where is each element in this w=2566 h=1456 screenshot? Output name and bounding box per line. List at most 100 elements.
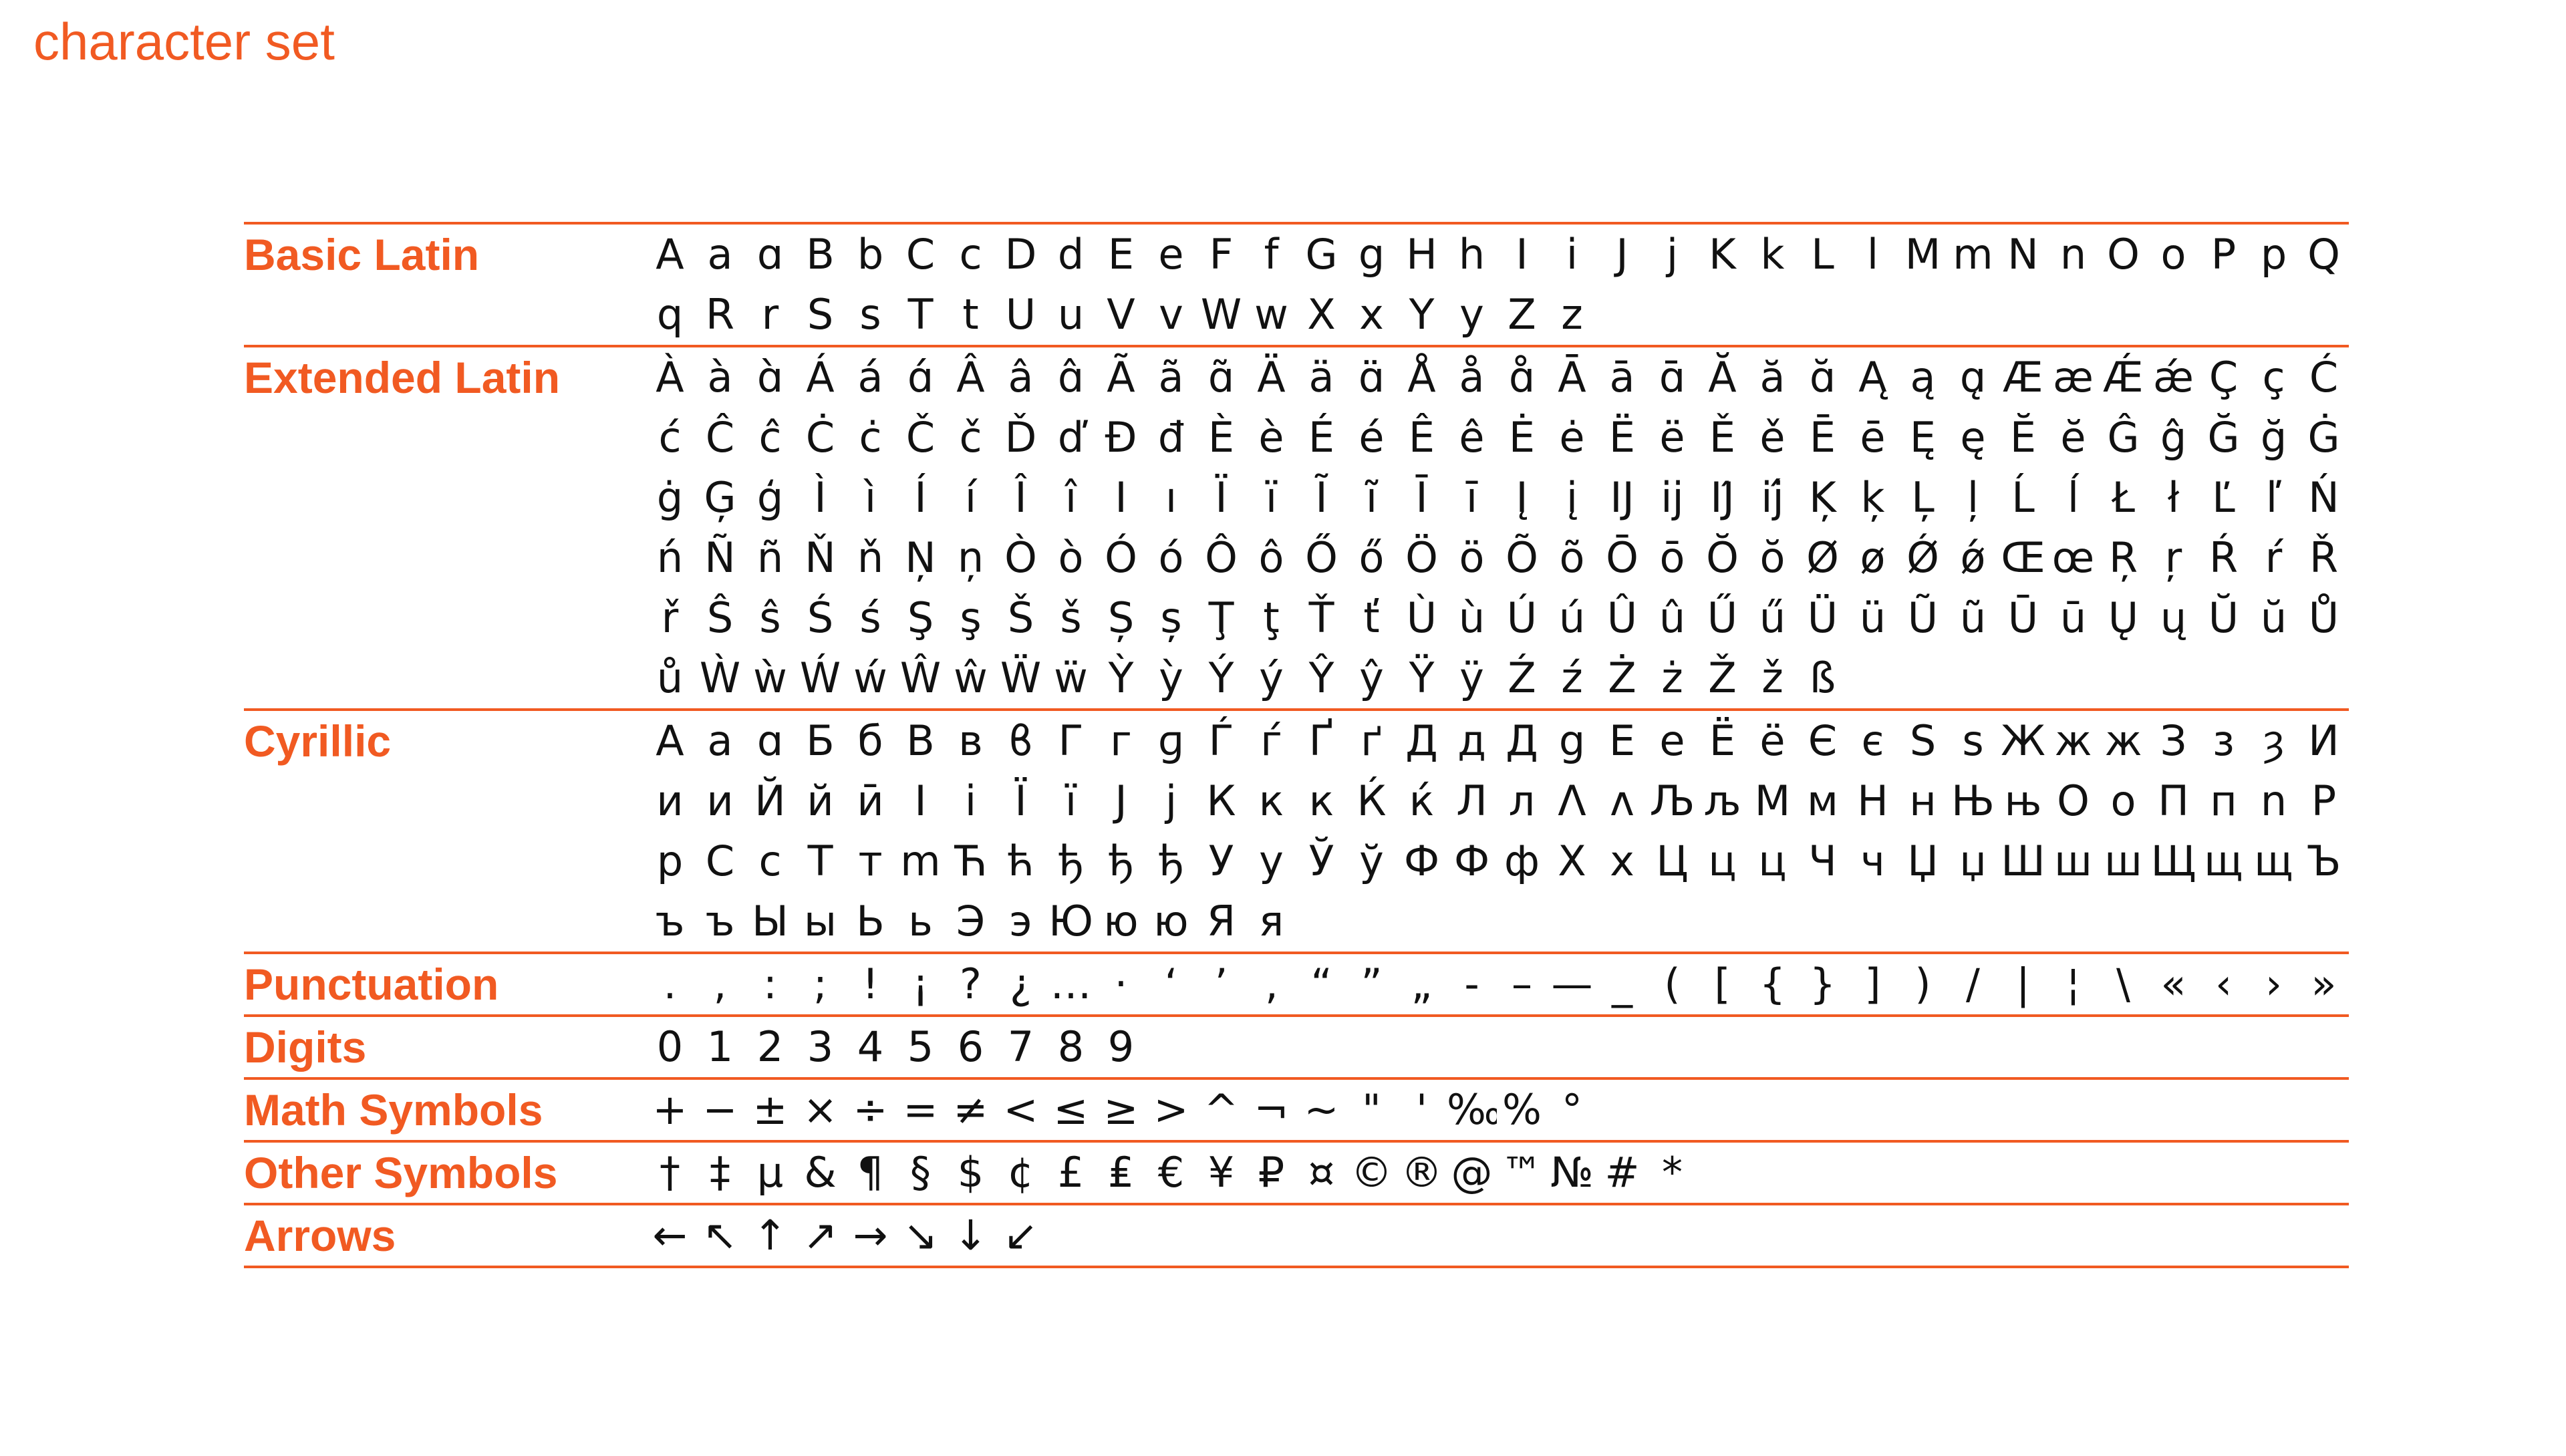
- glyph-cell: з: [2213, 716, 2235, 765]
- glyph-cell: Ď: [1004, 413, 1037, 462]
- glyph-cell: ć: [658, 413, 682, 462]
- glyph-cell: >: [1153, 1085, 1189, 1134]
- glyph-cell: №: [1550, 1148, 1594, 1197]
- glyph-cell: ·: [1114, 960, 1128, 1008]
- glyph-cell: ^: [1203, 1085, 1239, 1134]
- glyph-cell: B: [806, 230, 835, 279]
- glyph-cell: ò: [1058, 533, 1084, 582]
- glyph-cell: ш: [2054, 837, 2092, 885]
- glyph-cell: ¶: [857, 1148, 884, 1197]
- glyph-cell: Ẅ: [1000, 653, 1042, 702]
- glyph-cell: ɑ: [756, 230, 784, 279]
- glyph-cell: ĕ: [2060, 413, 2086, 462]
- glyph-cell: Ę: [1909, 413, 1937, 462]
- glyph-cell: Џ: [1907, 837, 1939, 885]
- glyph-cell: Ћ: [954, 837, 987, 885]
- glyph-cell: R: [705, 290, 735, 339]
- glyph-cell: ş: [960, 593, 982, 642]
- glyph-cell: Ж: [2001, 716, 2045, 765]
- glyph-cell: N: [2007, 230, 2039, 279]
- glyph-cell: ↑: [752, 1211, 788, 1260]
- glyph-cell: ì: [864, 473, 877, 522]
- glyph-cell: F: [1209, 230, 1234, 279]
- glyph-cell: ≠: [953, 1085, 988, 1134]
- glyph-cell: щ: [2254, 837, 2293, 885]
- glyph-cell: ґ: [1361, 716, 1383, 765]
- glyph-cell: ↓: [953, 1211, 988, 1260]
- glyph-cell: û: [1659, 593, 1686, 642]
- glyph-cell: ӣ: [857, 776, 884, 825]
- glyph-cell: Ґ: [1308, 716, 1334, 765]
- glyph-cell: ': [1415, 1085, 1428, 1134]
- glyph-cell: џ: [1959, 837, 1987, 885]
- glyph-cell: œ: [2051, 533, 2095, 582]
- glyph-cell: Ũ: [1907, 593, 1939, 642]
- glyph-cell: ю: [1103, 897, 1139, 945]
- glyph-cell: Й: [754, 776, 786, 825]
- glyph-cell: -: [1464, 960, 1479, 1008]
- glyph-cell: ö: [1459, 533, 1485, 582]
- glyph-cell: ®: [1401, 1148, 1443, 1197]
- glyph-cell: Ġ: [2307, 413, 2340, 462]
- glyph-cell: Ё: [1709, 716, 1736, 765]
- glyph-cell: Ý: [1208, 653, 1234, 702]
- glyph-cell: ɑ̨: [1959, 353, 1987, 402]
- glyph-cell: õ: [1559, 533, 1585, 582]
- glyph-cell: è: [1258, 413, 1284, 462]
- glyph-cell: ɑ̈: [1358, 353, 1385, 402]
- glyph-cell: Λ: [1558, 776, 1586, 825]
- glyph-cell: ľ: [2265, 473, 2282, 522]
- glyph-cell: щ: [2204, 837, 2243, 885]
- glyph-cell: s: [859, 290, 881, 339]
- glyph-cell: ã: [1158, 353, 1184, 402]
- page-title: character set: [33, 12, 335, 71]
- glyph-cell: U: [1005, 290, 1036, 339]
- glyph-cell: “: [1310, 960, 1332, 1008]
- glyph-cell: ę: [1960, 413, 1986, 462]
- glyph-cell: 7: [1007, 1022, 1034, 1071]
- glyph-cell: A: [656, 230, 684, 279]
- glyph-cell: ↙: [1003, 1211, 1038, 1260]
- glyph-cell: Ä: [1257, 353, 1286, 402]
- glyph-cell: ő: [1359, 533, 1385, 582]
- glyph-cell: ;: [813, 960, 827, 1008]
- glyph-cell: I: [1115, 473, 1127, 522]
- glyph-cell: Ř: [2309, 533, 2339, 582]
- glyph-cell: â: [1008, 353, 1034, 402]
- glyph-cell: †: [660, 1148, 680, 1197]
- glyph-cell: ĝ: [2160, 413, 2187, 462]
- glyph-cell: ɡ: [1157, 716, 1185, 765]
- glyph-cell: Ú: [1506, 593, 1538, 642]
- glyph-cell: ā: [1609, 353, 1635, 402]
- glyph-cell: O: [2107, 230, 2140, 279]
- glyph-cell: ê: [1459, 413, 1485, 462]
- glyph-cell: Ñ: [704, 533, 736, 582]
- glyph-cell: ц: [1758, 837, 1787, 885]
- glyph-cell: G: [1305, 230, 1338, 279]
- section-label: Basic Latin: [244, 230, 480, 279]
- glyph-cell: Ś: [807, 593, 834, 642]
- glyph-cell: î: [1064, 473, 1077, 522]
- glyph-cell: Ÿ: [1409, 653, 1435, 702]
- glyph-cell: p: [2260, 230, 2287, 279]
- glyph-cell: Ģ: [704, 473, 736, 522]
- glyph-cell: È: [1207, 413, 1235, 462]
- glyph-cell: Ü: [1807, 593, 1838, 642]
- glyph-cell: −: [702, 1085, 738, 1134]
- glyph-cell: Д: [1506, 716, 1538, 765]
- glyph-cell: Ā: [1558, 353, 1586, 402]
- glyph-cell: Đ: [1105, 413, 1137, 462]
- glyph-cell: z: [1561, 290, 1583, 339]
- glyph-cell: a: [707, 230, 733, 279]
- glyph-cell: ń: [656, 533, 684, 582]
- glyph-cell: 0: [656, 1022, 684, 1071]
- glyph-cell: À: [656, 353, 684, 402]
- glyph-cell: Ė: [1508, 413, 1536, 462]
- glyph-cell: —: [1551, 960, 1593, 1008]
- glyph-cell: Ł: [2112, 473, 2135, 522]
- glyph-cell: г: [1110, 716, 1132, 765]
- glyph-cell: č: [959, 413, 982, 462]
- section-label: Cyrillic: [244, 716, 392, 766]
- glyph-cell: T: [907, 290, 934, 339]
